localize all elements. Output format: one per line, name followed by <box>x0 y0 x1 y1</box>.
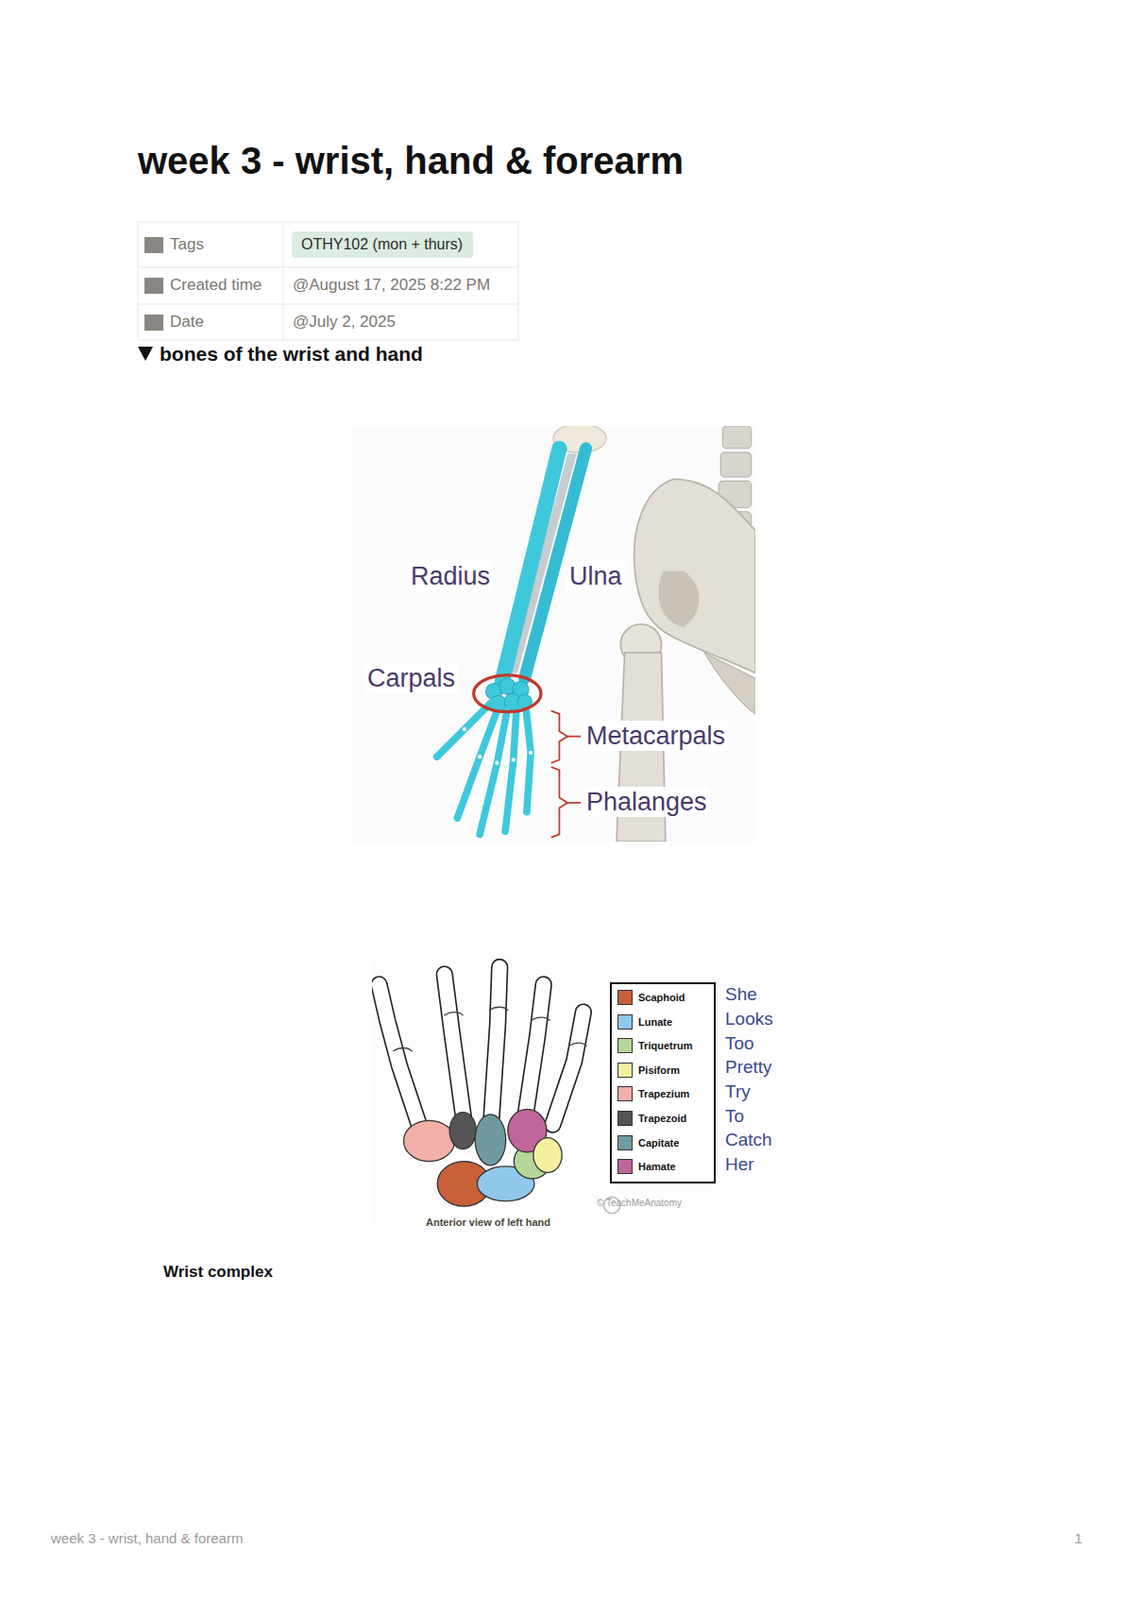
mnemonic-word: Try <box>725 1080 751 1102</box>
mnemonic-word: Catch <box>725 1128 773 1150</box>
legend-text: Scaphoid <box>638 990 686 1004</box>
mnemonic-word: Her <box>725 1152 755 1175</box>
property-value: @July 2, 2025 <box>292 312 396 332</box>
toggle-heading: bones of the wrist and hand <box>159 341 423 366</box>
legend-swatch <box>617 989 633 1005</box>
part-name: Ulna <box>566 560 626 592</box>
tag-text: OTHY102 (mon + thurs) <box>301 235 463 254</box>
part-name: Phalanges <box>583 786 711 817</box>
forearm-illustration <box>352 425 756 842</box>
part-name: Carpals <box>364 662 458 694</box>
legend-swatch <box>617 1110 633 1126</box>
mnemonic-word: Pretty <box>725 1055 773 1078</box>
legend-swatch <box>617 1158 633 1174</box>
legend-text: Lunate <box>638 1014 673 1029</box>
legend-text: Triquetrum <box>638 1038 693 1052</box>
legend-swatch <box>617 1014 633 1030</box>
property-name: Tags <box>169 235 204 254</box>
mnemonic-word: Too <box>725 1031 755 1054</box>
mnemonic-word: To <box>725 1104 745 1127</box>
watermark: © TeachMeAnatomy <box>596 1197 682 1209</box>
legend-box: ScaphoidLunateTriquetrumPisiformTrapeziu… <box>609 981 716 1184</box>
legend-text: Trapezium <box>638 1086 690 1100</box>
part-name: Metacarpals <box>583 720 728 751</box>
legend-text: Pisiform <box>638 1063 680 1077</box>
legend-swatch <box>617 1085 633 1101</box>
property-name: Date <box>169 312 204 332</box>
property-value: @August 17, 2025 8:22 PM <box>292 275 491 295</box>
legend-text: Capitate <box>638 1135 679 1150</box>
legend-swatch <box>617 1062 633 1078</box>
property-name: Created time <box>169 275 262 295</box>
mnemonic-word: Looks <box>725 1007 774 1030</box>
page-number: 1 <box>1074 1529 1083 1547</box>
tag-pill: OTHY102 (mon + thurs) <box>291 231 474 258</box>
mnemonic-word: She <box>725 982 758 1005</box>
section-heading: Wrist complex <box>163 1262 273 1282</box>
figure-caption: Anterior view of left hand <box>425 1216 551 1229</box>
carpal-illustration <box>372 953 786 1230</box>
legend-text: Trapezoid <box>638 1111 687 1125</box>
legend-swatch <box>617 1037 633 1053</box>
page-title: week 3 - wrist, hand & forearm <box>137 137 684 184</box>
page-footer: week 3 - wrist, hand & forearm <box>50 1529 243 1547</box>
part-name: Radius <box>407 560 493 592</box>
legend-swatch <box>617 1134 633 1150</box>
legend-text: Hamate <box>638 1159 677 1173</box>
